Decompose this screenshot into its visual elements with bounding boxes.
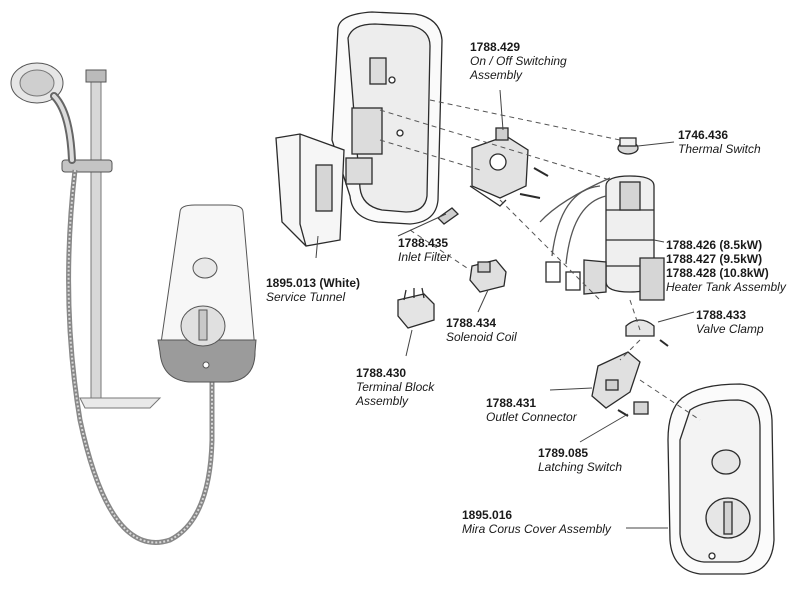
part-code: 1788.431 <box>486 396 537 410</box>
part-code: 1788.428 (10.8kW) <box>666 266 769 280</box>
part-name: On / Off Switching <box>470 54 567 68</box>
part-code: 1788.433 <box>696 308 747 322</box>
part-name: Assembly <box>470 68 523 82</box>
leader-lines <box>315 89 695 529</box>
latching-switch-part <box>617 401 649 417</box>
part-code: 1788.429 <box>470 40 521 54</box>
part-name: Solenoid Coil <box>446 330 517 344</box>
label-heater-tank: 1788.426 (8.5kW) 1788.427 (9.5kW) 1788.4… <box>666 238 786 294</box>
label-outlet-connector: 1788.431 Outlet Connector <box>486 396 577 424</box>
part-name: Mira Corus Cover Assembly <box>462 522 611 536</box>
service-tunnel-part <box>275 133 345 247</box>
part-name: Latching Switch <box>538 460 623 474</box>
part-name: Assembly <box>356 394 409 408</box>
part-code: 1788.430 <box>356 366 407 380</box>
label-terminal-block: 1788.430 Terminal Block Assembly <box>356 366 434 408</box>
shower-handset <box>10 62 76 164</box>
part-code: 1788.427 (9.5kW) <box>666 252 763 266</box>
label-service-tunnel: 1895.013 (White) Service Tunnel <box>266 276 360 304</box>
back-case <box>331 11 443 225</box>
soap-dish <box>79 397 162 409</box>
part-code: 1788.434 <box>446 316 497 330</box>
part-name: Terminal Block <box>356 380 435 394</box>
label-latching-switch: 1789.085 Latching Switch <box>538 446 622 474</box>
label-inlet-filter: 1788.435 Inlet Filter <box>398 236 451 264</box>
part-code: 1788.435 <box>398 236 449 250</box>
part-name: Service Tunnel <box>266 290 346 304</box>
inlet-filter-part <box>436 207 460 225</box>
label-thermal-switch: 1746.436 Thermal Switch <box>678 128 761 156</box>
part-code: 1895.013 (White) <box>266 276 361 290</box>
terminal-block-part <box>397 287 435 329</box>
part-code: 1895.016 <box>462 508 513 522</box>
valve-clamp-part <box>625 319 669 347</box>
assembly-guide-lines <box>379 99 701 421</box>
heater-tank-part <box>539 175 665 301</box>
shower-unit <box>157 204 257 383</box>
part-name: Outlet Connector <box>486 410 577 424</box>
riser-rail <box>90 71 102 403</box>
shower-kit-illustration <box>10 62 257 545</box>
switching-assembly-part <box>469 127 549 207</box>
rail-top-bracket <box>85 69 107 83</box>
exploded-components <box>275 11 775 575</box>
part-code: 1788.426 (8.5kW) <box>666 238 763 252</box>
label-valve-clamp: 1788.433 Valve Clamp <box>696 308 764 336</box>
part-name: Heater Tank Assembly <box>666 280 786 294</box>
part-name: Thermal Switch <box>678 142 761 156</box>
part-code: 1789.085 <box>538 446 589 460</box>
label-switching-assembly: 1788.429 On / Off Switching Assembly <box>470 40 567 82</box>
outlet-connector-part <box>591 351 641 409</box>
part-name: Valve Clamp <box>696 322 764 336</box>
label-solenoid-coil: 1788.434 Solenoid Coil <box>446 316 517 344</box>
solenoid-coil-part <box>469 259 507 293</box>
label-cover-assembly: 1895.016 Mira Corus Cover Assembly <box>462 508 611 536</box>
thermal-switch-part <box>617 137 639 155</box>
cover-part <box>667 383 775 575</box>
part-code: 1746.436 <box>678 128 729 142</box>
part-name: Inlet Filter <box>398 250 451 264</box>
